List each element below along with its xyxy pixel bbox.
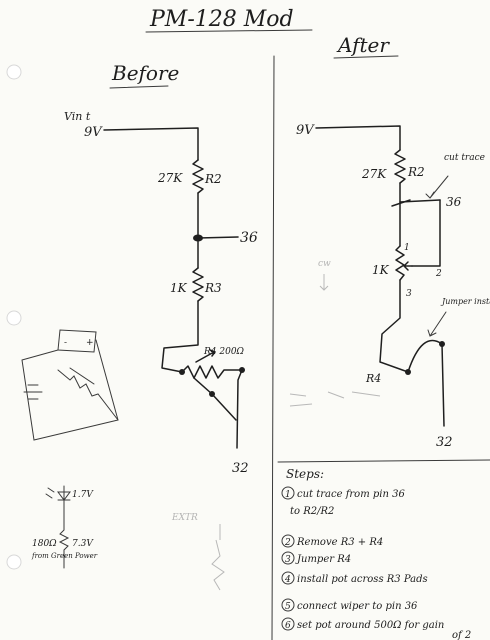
step-6-text-cont: of 2 xyxy=(452,630,471,640)
before-r2-name: R2 xyxy=(204,172,222,186)
after-pot-wiper-arrow xyxy=(403,261,413,271)
after-jumper-note: Jumper installed xyxy=(440,297,490,306)
steps-list: 1 cut trace from pin 36 to R2/R2 2 Remov… xyxy=(281,486,471,640)
before-r4-label: R4 200Ω xyxy=(203,347,245,357)
step-5-number: 5 xyxy=(285,602,291,612)
after-r2-name: R2 xyxy=(407,165,425,179)
after-r2-resistor xyxy=(394,149,406,184)
step-3-text: Jumper R4 xyxy=(295,554,351,565)
after-9v-label: 9V xyxy=(296,123,315,138)
before-r3-name: R3 xyxy=(204,281,222,295)
after-pin3-label: 3 xyxy=(406,289,412,299)
after-pin2-label: 2 xyxy=(435,269,442,279)
faint-corner-sketch xyxy=(211,524,225,591)
before-r3-resistor xyxy=(192,267,204,302)
step-6-text: set pot around 500Ω for gain xyxy=(297,620,444,631)
step-1-number: 1 xyxy=(285,490,291,500)
sketch-resistor-label: 180Ω xyxy=(32,539,57,549)
binder-hole-middle xyxy=(6,310,22,326)
after-wiper-wire xyxy=(411,199,441,267)
svg-text:+: + xyxy=(86,338,94,348)
title-underline xyxy=(145,29,313,33)
before-pot-lead xyxy=(161,300,199,373)
after-r4-label: R4 xyxy=(365,372,381,385)
faint-scribbles xyxy=(289,391,381,407)
after-jumper-arrow xyxy=(427,311,447,337)
steps-box-top xyxy=(277,459,490,463)
led-sketch xyxy=(45,485,71,569)
before-pin36-wire xyxy=(197,236,239,239)
after-pin32-label: 32 xyxy=(436,435,453,450)
before-pin32-label: 32 xyxy=(232,461,249,476)
before-vin-label: Vin t xyxy=(64,110,91,123)
after-cw-arrow xyxy=(319,274,329,291)
svg-text:-: - xyxy=(64,338,67,348)
before-9v-label: 9V xyxy=(84,125,103,140)
before-wiper-wire xyxy=(211,393,237,421)
after-r2-value: 27K xyxy=(361,167,387,181)
after-lower-wire xyxy=(379,279,409,373)
page-title: PM-128 Mod xyxy=(149,7,294,32)
after-pin1-label: 1 xyxy=(404,243,410,253)
before-r4-pot xyxy=(181,365,243,379)
binder-hole-top xyxy=(6,64,22,80)
step-3-number-circle xyxy=(281,551,295,565)
step-2-text: Remove R3 + R4 xyxy=(296,537,383,548)
before-underline xyxy=(109,85,169,89)
after-supply-wire xyxy=(315,125,401,151)
sketch-v2-label: 7.3V xyxy=(72,539,94,549)
after-cw-label: cw xyxy=(318,259,331,269)
after-pin32-wire xyxy=(441,343,445,427)
sketch-led-note: from Green Power xyxy=(31,552,98,560)
after-pin36-label: 36 xyxy=(446,195,462,209)
after-pot xyxy=(395,245,405,281)
page-divider xyxy=(271,55,275,640)
after-cut-arrow xyxy=(425,175,449,199)
after-heading: After xyxy=(336,33,390,57)
step-5-number-circle xyxy=(281,598,295,612)
step-2-number-circle xyxy=(281,534,295,548)
step-1-text: cut trace from pin 36 xyxy=(297,489,405,500)
step-4-number: 4 xyxy=(284,575,291,585)
before-heading: Before xyxy=(111,61,179,85)
before-pot-arrow xyxy=(195,349,216,363)
after-cut-note: cut trace xyxy=(444,153,485,163)
step-6-number-circle xyxy=(281,617,295,631)
before-r2-resistor xyxy=(192,159,204,194)
before-r3-value: 1K xyxy=(170,281,188,295)
step-2-number: 2 xyxy=(284,538,291,548)
after-underline xyxy=(333,55,399,59)
before-supply-wire xyxy=(103,127,199,161)
after-cut-mark xyxy=(391,199,411,207)
after-pot-value: 1K xyxy=(372,263,390,277)
step-1-number-circle xyxy=(281,486,295,500)
after-jumper xyxy=(407,339,443,373)
faint-corner-label: EXTR xyxy=(171,513,198,523)
step-3-number: 3 xyxy=(285,555,291,565)
before-pin32-wire xyxy=(236,369,243,449)
step-6-number: 6 xyxy=(285,621,291,631)
step-5-text: connect wiper to pin 36 xyxy=(297,601,418,612)
battery-meter-sketch: - + xyxy=(21,329,119,441)
step-4-number-circle xyxy=(281,571,295,585)
before-r2-value: 27K xyxy=(157,171,183,185)
before-pot-wiper xyxy=(193,377,213,395)
step-4-text: install pot across R3 Pads xyxy=(297,574,428,585)
binder-hole-bottom xyxy=(6,554,22,570)
step-1-text-cont: to R2/R2 xyxy=(290,506,334,517)
sketch-v1-label: 1.7V xyxy=(72,490,94,500)
steps-heading: Steps: xyxy=(286,467,324,481)
before-pin36-label: 36 xyxy=(240,230,258,246)
